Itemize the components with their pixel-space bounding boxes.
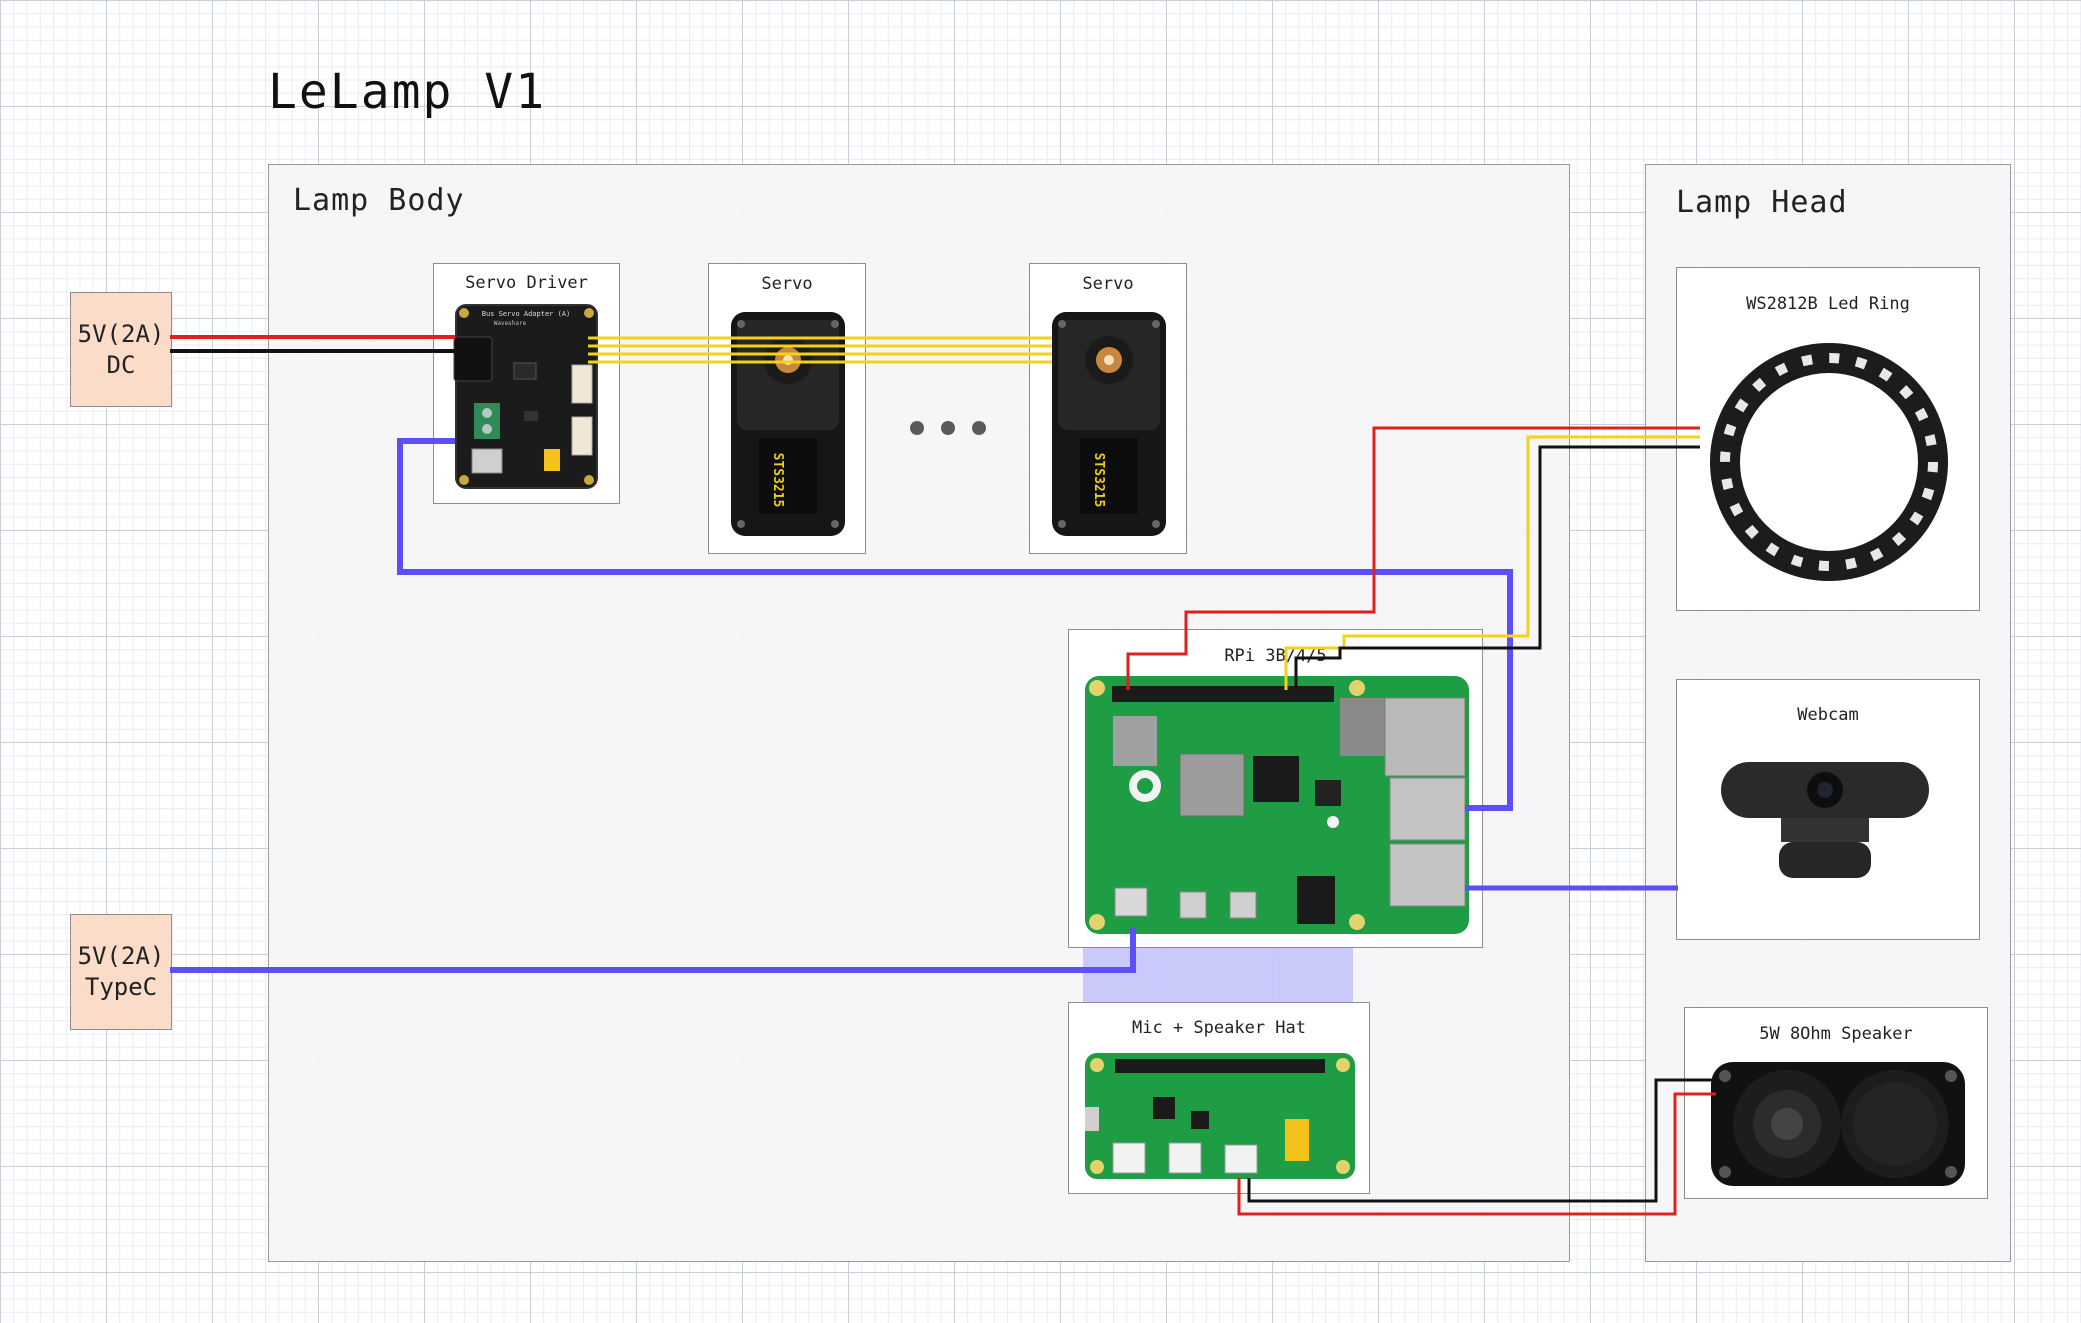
power-typec-type: TypeC bbox=[84, 973, 158, 1001]
servo-2-model: STS3215 bbox=[1091, 453, 1106, 508]
servo-2-label: Servo bbox=[1082, 274, 1134, 294]
servo-driver-card: Servo Driver Bus Servo Adapter (A) Waves… bbox=[433, 263, 620, 504]
speaker-card: 5W 8Ohm Speaker bbox=[1684, 1007, 1988, 1199]
led-ring-image bbox=[1710, 343, 1948, 581]
more-servos-ellipsis bbox=[910, 421, 986, 435]
mic-speaker-hat-label: Mic + Speaker Hat bbox=[1132, 1018, 1306, 1038]
servo-driver-brand-text: Waveshare bbox=[494, 320, 527, 327]
servo-1-label: Servo bbox=[761, 274, 813, 294]
webcam-image bbox=[1721, 762, 1929, 878]
power-dc-type: DC bbox=[106, 350, 136, 379]
servo-2-image: STS3215 bbox=[1052, 312, 1166, 536]
webcam-label: Webcam bbox=[1797, 705, 1859, 725]
power-typec-box: 5V(2A) TypeC bbox=[70, 914, 172, 1030]
rpi-card: RPi 3B/4/5 bbox=[1068, 629, 1483, 948]
lamp-body-label: Lamp Body bbox=[293, 183, 465, 218]
speaker-label: 5W 8Ohm Speaker bbox=[1759, 1024, 1913, 1044]
servo-driver-board-image: Bus Servo Adapter (A) Waveshare bbox=[453, 304, 598, 489]
led-ring-card: WS2812B Led Ring bbox=[1676, 267, 1980, 611]
servo-1-image: STS3215 bbox=[731, 312, 845, 536]
servo-2-card: Servo STS3215 bbox=[1029, 263, 1187, 554]
speaker-image bbox=[1711, 1062, 1965, 1186]
power-dc-box: 5V(2A) DC bbox=[70, 292, 172, 407]
lamp-head-label: Lamp Head bbox=[1676, 185, 1848, 220]
mic-speaker-hat-card: Mic + Speaker Hat bbox=[1068, 1002, 1370, 1194]
power-dc-rating: 5V(2A) bbox=[77, 319, 165, 348]
servo-driver-board-text: Bus Servo Adapter (A) bbox=[482, 310, 571, 318]
webcam-card: Webcam bbox=[1676, 679, 1980, 940]
rpi-board-image bbox=[1085, 676, 1469, 934]
servo-1-model: STS3215 bbox=[770, 453, 785, 508]
power-typec-rating: 5V(2A) bbox=[77, 942, 165, 970]
rpi-label: RPi 3B/4/5 bbox=[1224, 646, 1327, 666]
servo-driver-label: Servo Driver bbox=[465, 273, 588, 293]
servo-1-card: Servo STS3215 bbox=[708, 263, 866, 554]
mic-speaker-hat-image bbox=[1085, 1053, 1355, 1179]
hat-stack-highlight bbox=[1083, 947, 1353, 1002]
diagram-title: LeLamp V1 bbox=[268, 64, 547, 120]
led-ring-label: WS2812B Led Ring bbox=[1746, 294, 1910, 314]
